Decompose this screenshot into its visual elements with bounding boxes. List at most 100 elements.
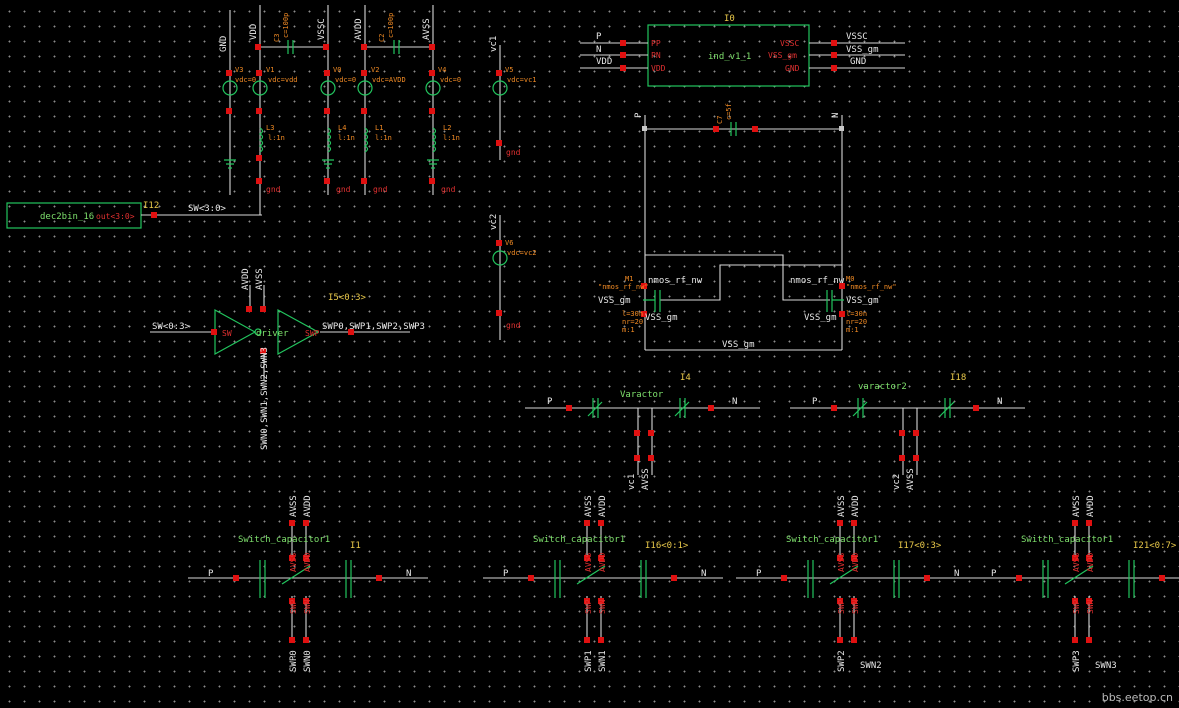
m0-inst: M0 — [846, 275, 854, 283]
switch-cap-swp-net: SWP0 — [289, 650, 299, 672]
net-label-vssc: VSSC — [317, 18, 327, 40]
varactor-1[interactable]: Varactor I4 P N vc1 AVSS — [525, 373, 760, 490]
decoder-block[interactable]: dec2bin_16 out<3:0> I12 SW<3:0> — [6, 201, 262, 229]
src-v1-name: V1 — [266, 66, 274, 74]
switch-cap-swn-net: SWN2 — [860, 661, 882, 671]
gnd-tag: gnd — [373, 185, 388, 194]
pair-net-n: N — [831, 113, 841, 118]
src-v2-param: vdc=AVDD — [372, 76, 406, 84]
switch-cap-instance: I17<0:3> — [898, 541, 942, 551]
ind-left-net-vdd: VDD — [596, 57, 612, 67]
switch-cap-swn-net: SWN1 — [598, 650, 608, 672]
gnd-tag: gnd — [506, 148, 521, 157]
switch-cap-left-net: P — [503, 569, 509, 579]
pair-tail-net: VSS_gm — [722, 340, 755, 350]
switch-cap-avss-pin: AVSS — [837, 553, 846, 572]
driver-input-net: SW<0:3> — [152, 322, 191, 332]
driver-instance: I5<0:3> — [328, 293, 367, 303]
switch-cap-left-net: P — [756, 569, 762, 579]
switch-cap-instance: I16<0:1> — [645, 541, 689, 551]
cap-c3-value: c=100p — [282, 13, 290, 38]
m0-cell: nmos_rf_nw — [790, 276, 845, 286]
src-v3-name: V3 — [235, 66, 243, 74]
gnd-tag: gnd — [506, 321, 521, 330]
src-v5-param: vdc=vc1 — [507, 76, 537, 84]
driver-symbol: driver — [256, 329, 289, 339]
src-v6-param: vdc=vc2 — [507, 249, 537, 257]
switch-cap-avdd-pin: AVDD — [303, 553, 312, 572]
switch-cap-avdd-net: AVDD — [303, 495, 313, 517]
switch-cap-avss-net: AVSS — [289, 495, 299, 517]
switch-cap-left-net: P — [991, 569, 997, 579]
ind-l2-name: L2 — [443, 124, 451, 132]
ind-l1-value: l:1n — [375, 134, 392, 142]
switch-cap-left-net: P — [208, 569, 214, 579]
src-v1-param: vdc=vdd — [268, 76, 298, 84]
src-v3-param: vdc=0 — [235, 76, 256, 84]
cross-pair-block[interactable]: P N C7 c=5f M1 "nmos_rf_nw" nmos_rf_nw V… — [598, 103, 897, 351]
m1-source-net: VSS_gm — [645, 313, 678, 323]
m0-param: m:1 — [846, 326, 859, 334]
m1-model: "nmos_rf_nw" — [598, 283, 649, 291]
ind-pin-vssc: VSSC — [780, 39, 799, 48]
gnd-tag: gnd — [266, 185, 281, 194]
varactor-2[interactable]: varactor2 I18 P N vc2 AVSS — [790, 373, 1025, 490]
ind-l1-name: L1 — [375, 124, 383, 132]
src-v0-name: V0 — [333, 66, 341, 74]
ind-pin-pn: PN — [651, 51, 661, 60]
ind-pin-vdd: VDD — [651, 64, 666, 73]
cap-c2-value: c=100p — [387, 13, 395, 38]
switch-capacitor-4[interactable]: Switch_capacitor1I21<0:7>PNAVSSAVDDAVSSA… — [971, 495, 1179, 672]
switch-cap-avdd-pin: AVDD — [1086, 553, 1095, 572]
switch-cap-avdd-net: AVDD — [1086, 495, 1096, 517]
switch-cap-swp-net: SWP2 — [837, 650, 847, 672]
decoder-output-net: SW<3:0> — [188, 204, 227, 214]
ind-right-net-gnd: GND — [850, 57, 866, 67]
src-v0-param: vdc=0 — [335, 76, 356, 84]
pair-cap-value: c=5f — [725, 103, 733, 120]
cap-c3-name: C3 — [273, 34, 281, 42]
m1-inst: M1 — [625, 275, 633, 283]
switch-cap-avdd-net: AVDD — [851, 495, 861, 517]
ind-block[interactable]: I0 ind_v1_1 P N VDD PP PN VDD VSSC VSS_g… — [580, 14, 905, 87]
m0-param: l=30n — [846, 310, 867, 318]
switch-cap-swn-pin: SWN — [851, 599, 860, 614]
switch-cap-avss-net: AVSS — [584, 495, 594, 517]
ind-pin-pp: PP — [651, 39, 661, 48]
ind-l4-value: l:1n — [338, 134, 355, 142]
driver-out-pin: SWP — [305, 329, 320, 338]
switch-cap-swp-pin: SWP — [584, 599, 593, 614]
m1-bulk-net: VSS_gm — [598, 296, 631, 306]
net-label-vc2: vc2 — [489, 214, 499, 230]
varactor2-avss-net: AVSS — [906, 468, 916, 490]
switch-cap-right-net: N — [701, 569, 706, 579]
switch-cap-swn-net: SWN3 — [1095, 661, 1117, 671]
ind-left-net-n: N — [596, 45, 601, 55]
switch-cap-avss-pin: AVSS — [584, 553, 593, 572]
watermark: bbs.eetop.cn — [1101, 691, 1173, 704]
cap-c2-name: C2 — [378, 34, 386, 42]
src-v5-name: V5 — [505, 66, 513, 74]
switch-cap-avss-net: AVSS — [837, 495, 847, 517]
switch-cap-instance: I21<0:7> — [1133, 541, 1177, 551]
pair-net-p: P — [634, 112, 644, 118]
ind-pin-gnd: GND — [785, 64, 800, 73]
src-v4-name: V4 — [438, 66, 446, 74]
switch-cap-swp-net: SWP3 — [1072, 650, 1082, 672]
net-label-vc1: vc1 — [489, 36, 499, 52]
m0-bulk-net: VSS_gm — [846, 296, 879, 306]
driver-block[interactable]: AVDD AVSS I5<0:3> SW<0:3> SW driver SWP … — [150, 268, 425, 450]
switch-cap-avdd-pin: AVDD — [598, 553, 607, 572]
switch-cap-instance: I1 — [350, 541, 361, 551]
net-label-gnd: GND — [219, 36, 229, 52]
ind-right-net-vss-gm: VSS_gm — [846, 45, 879, 55]
switch-cap-right-net: N — [954, 569, 959, 579]
m1-param: m:1 — [622, 326, 635, 334]
src-v4-param: vdc=0 — [440, 76, 461, 84]
